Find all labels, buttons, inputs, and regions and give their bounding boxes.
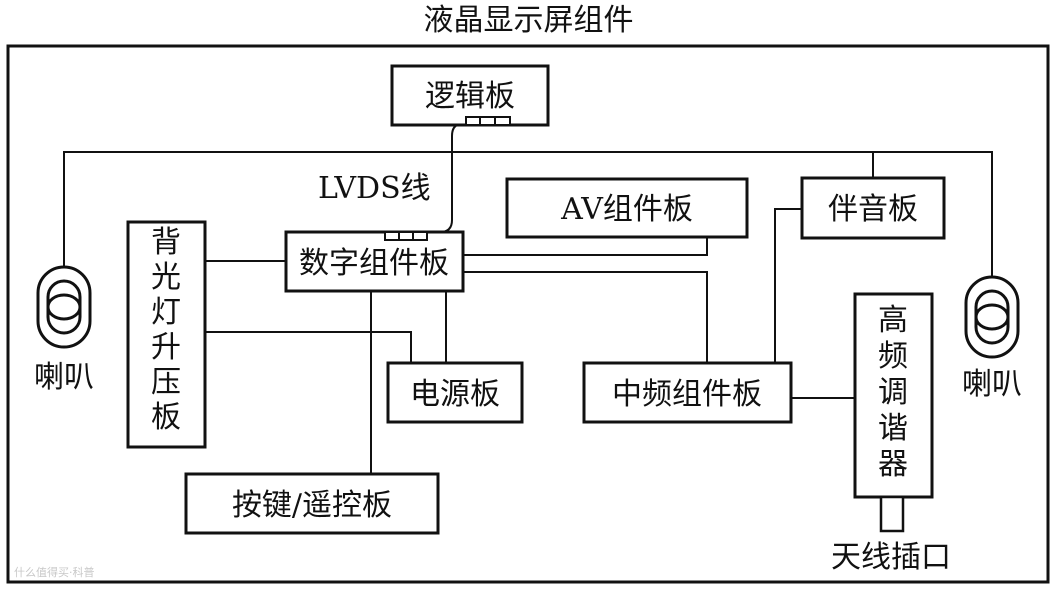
antenna-port-label: 天线插口: [831, 540, 951, 575]
connection-lines: [63, 123, 993, 474]
if-board-box: [582, 361, 793, 424]
tuner-char: 频: [878, 339, 908, 374]
lvds-label: LVDS线: [318, 171, 431, 206]
tuner-char: 高: [878, 303, 908, 338]
if-board-label: 中频组件板: [612, 377, 762, 412]
line-speaker-bus: [63, 151, 993, 278]
line-backlight-to-power: [205, 331, 412, 362]
outer-frame: [6, 44, 1050, 584]
line-digital-to-if: [463, 271, 708, 362]
line-lvds: [428, 123, 463, 233]
tuner-char: 调: [878, 375, 908, 410]
keypad-board-box: [184, 472, 440, 535]
audio-board-label: 伴音板: [828, 192, 918, 227]
av-board-label: AV组件板: [560, 192, 693, 227]
tuner-box: [853, 292, 934, 499]
tuner-char: 器: [878, 447, 908, 482]
backlight_board-char: 灯: [151, 295, 181, 330]
backlight_board-char: 光: [151, 260, 181, 295]
backlight-board-box: [126, 220, 207, 449]
speaker-right-label: 喇叭: [962, 367, 1022, 402]
speaker-right-icon: [964, 275, 1020, 359]
digital-board-label: 数字组件板: [299, 246, 449, 281]
logic-connector: [465, 116, 511, 126]
digital-board-box: [284, 230, 465, 293]
line-digital-to-av: [463, 238, 708, 256]
tuner-char: 谐: [878, 411, 908, 446]
backlight_board-char: 背: [151, 225, 181, 260]
backlight_board-char: 压: [151, 365, 181, 400]
power-board-label: 电源板: [410, 377, 500, 412]
power-board-box: [386, 361, 524, 424]
speaker-left-label: 喇叭: [34, 360, 94, 395]
backlight_board-char: 板: [151, 400, 181, 435]
logic-board-box: [390, 64, 550, 127]
diagram-title: 液晶显示屏组件: [423, 3, 634, 38]
keypad-board-label: 按键/遥控板: [232, 488, 392, 523]
digital-connector: [384, 231, 428, 241]
backlight_board-char: 升: [151, 330, 181, 365]
line-audio-to-if: [774, 208, 801, 362]
watermark: 什么值得买·科普: [14, 566, 95, 579]
logic-board-label: 逻辑板: [425, 79, 515, 114]
audio-board-box: [800, 176, 946, 240]
speaker-left-icon: [36, 265, 92, 349]
av-board-box: [505, 177, 749, 239]
antenna-stub: [879, 495, 905, 533]
